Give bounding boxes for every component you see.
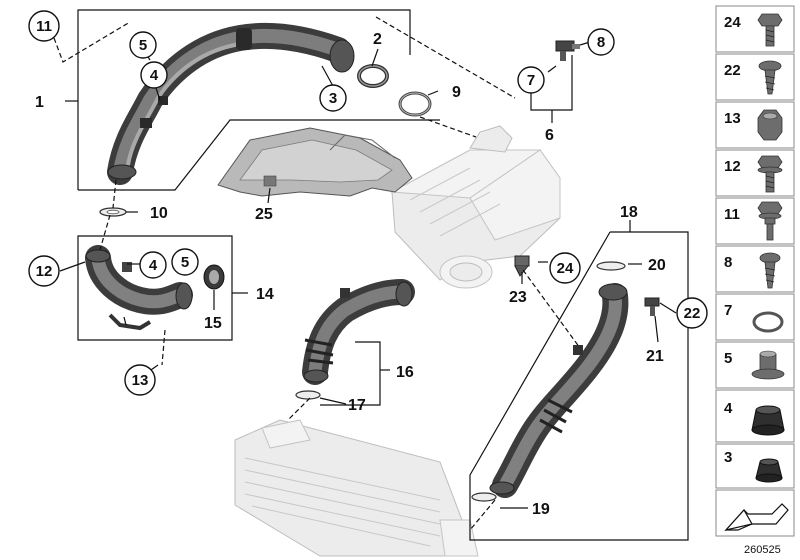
callout-7-top: 7 [517,66,545,94]
svg-text:5: 5 [181,254,189,271]
callout-18: 18 [620,204,638,221]
svg-text:12: 12 [724,158,741,175]
small-grommet-icon [755,458,783,483]
callout-21: 21 [646,348,664,365]
callout-9: 9 [452,84,461,101]
callout-19: 19 [532,501,550,518]
callout-5-top: 5 [129,31,157,59]
callout-2: 2 [373,31,382,48]
panel-cell-11: 11 [715,197,795,245]
seal-ring-10 [99,207,127,217]
nut-icon [757,109,783,141]
callout-4-mid: 4 [139,251,167,279]
svg-text:12: 12 [36,263,53,280]
svg-text:5: 5 [724,350,732,367]
svg-text:13: 13 [724,110,741,127]
intercooler [234,419,479,557]
o-ring-icon [752,311,784,333]
panel-cell-arrow [715,489,795,537]
callout-4-top: 4 [140,61,168,89]
svg-text:13: 13 [132,372,149,389]
callout-15: 15 [204,315,222,332]
sensor-8 [555,40,580,61]
callout-labels: 1 2 6 9 10 14 15 16 17 18 19 20 21 23 25… [28,10,708,518]
air-filter-housing [390,125,561,289]
panel-cell-3: 3 [715,443,795,489]
seal-ring-19 [471,492,497,502]
svg-text:3: 3 [329,90,337,107]
callout-13: 13 [124,364,156,396]
callout-12: 12 [28,255,60,287]
svg-text:24: 24 [557,260,574,277]
pan-screw-icon [759,252,781,289]
panel-cell-5: 5 [715,341,795,389]
lower-intake-elbow [85,245,193,331]
callout-10: 10 [150,205,168,222]
panel-cell-8: 8 [715,245,795,293]
grommet-icon [751,405,785,436]
callout-5-mid: 5 [171,248,199,276]
sensor-21 [644,297,660,316]
svg-text:22: 22 [724,62,741,79]
svg-text:3: 3 [724,449,732,466]
svg-text:4: 4 [150,67,159,84]
svg-text:8: 8 [597,34,605,51]
collar-bolt-icon [757,201,783,241]
heat-shield-cover [217,127,413,197]
callout-16: 16 [396,364,414,381]
callout-11: 11 [28,10,60,42]
reference-number: 260525 [744,544,781,556]
svg-text:7: 7 [527,72,535,89]
callout-23: 23 [509,289,527,306]
svg-text:22: 22 [684,305,701,322]
seal-ring-9 [398,91,432,117]
bracket-23 [514,255,530,277]
panel-cell-12: 12 [715,149,795,197]
fastener-side-panel: 24 22 13 [715,5,795,537]
callout-24-mid: 24 [549,252,581,284]
seal-15 [203,264,225,290]
direction-arrow-icon [724,503,789,532]
middle-charge-hose [302,279,415,385]
svg-text:8: 8 [724,254,732,271]
callout-8: 8 [587,28,615,56]
svg-text:11: 11 [724,206,740,223]
callout-25: 25 [255,206,273,223]
panel-cell-24: 24 [715,5,795,53]
callout-1: 1 [35,94,44,111]
svg-text:4: 4 [149,257,158,274]
leader-lines [53,9,689,541]
callout-17: 17 [348,397,366,414]
bolt-icon [757,13,783,47]
panel-cell-13: 13 [715,101,795,149]
bushing-icon [751,350,785,380]
svg-text:5: 5 [139,37,147,54]
seal-ring-20 [596,261,626,271]
svg-text:7: 7 [724,302,732,319]
panel-cell-22: 22 [715,53,795,101]
callout-14: 14 [256,286,274,303]
callout-3: 3 [319,84,347,112]
callout-22-mid: 22 [676,297,708,329]
svg-text:11: 11 [36,18,52,35]
screw-icon [758,60,782,95]
panel-cell-4: 4 [715,389,795,443]
upper-charge-pipe [107,22,355,185]
seal-ring-17 [295,390,321,400]
callout-20: 20 [648,257,666,274]
right-charge-pipe [489,283,629,498]
panel-cell-7: 7 [715,293,795,341]
svg-text:24: 24 [724,14,741,31]
clamp-ring-2 [357,64,389,88]
callout-6: 6 [545,127,554,144]
flange-bolt-icon [757,155,783,193]
svg-text:4: 4 [724,400,733,417]
